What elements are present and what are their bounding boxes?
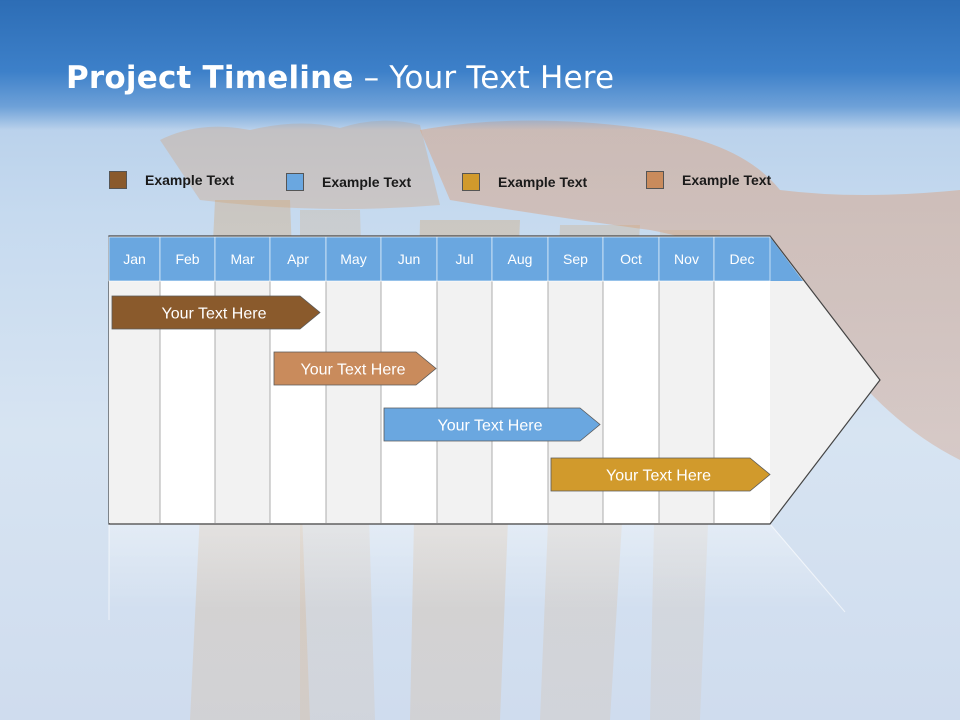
month-column-jun (381, 281, 437, 523)
month-column-aug (492, 281, 548, 523)
month-label-nov: Nov (674, 251, 699, 267)
month-header-cell (436, 236, 493, 282)
legend-swatch-3 (462, 173, 480, 191)
month-header-cell (214, 236, 271, 282)
month-header-cell (159, 236, 216, 282)
task-bar-2 (273, 351, 437, 386)
legend-label-1: Example Text (145, 172, 235, 188)
legend-label-2: Example Text (322, 174, 412, 190)
task-bar-label-3: Your Text Here (438, 418, 543, 435)
timeline-reflection (109, 524, 845, 610)
month-label-dec: Dec (730, 251, 755, 267)
legend-label-3: Example Text (498, 174, 588, 190)
month-column-may (326, 281, 381, 523)
legend-swatch-4 (646, 171, 664, 189)
task-bar-4 (550, 457, 771, 492)
month-column-jul (437, 281, 492, 523)
task-bar-label-4: Your Text Here (606, 468, 711, 485)
title-band (0, 0, 960, 130)
title-bold: Project Timeline (66, 60, 354, 96)
timeline-header-tip (770, 237, 803, 281)
month-label-mar: Mar (230, 251, 254, 267)
month-header-cell (713, 236, 771, 282)
month-label-may: May (340, 251, 366, 267)
legend-swatch-1 (109, 171, 127, 189)
task-bar-label-2: Your Text Here (301, 362, 406, 379)
reflection-edge-right (769, 523, 846, 613)
month-label-feb: Feb (175, 251, 199, 267)
month-header-cell (325, 236, 382, 282)
month-header-cell (658, 236, 715, 282)
month-header-cell (380, 236, 438, 282)
task-bar-3 (383, 407, 601, 442)
month-header-row: Jan Feb Mar Apr May Jun Jul Aug Sep Oct Nov Dec (108, 236, 771, 282)
month-label-jun: Jun (398, 251, 421, 267)
task-bar-1 (111, 295, 321, 330)
month-header-cell (269, 236, 327, 282)
month-header-cell (491, 236, 549, 282)
legend-swatch-2 (286, 173, 304, 191)
legend-label-4: Example Text (682, 172, 772, 188)
month-label-jan: Jan (123, 251, 146, 267)
month-label-aug: Aug (508, 251, 533, 267)
title-rest: – Your Text Here (353, 60, 615, 96)
month-header-cell (547, 236, 604, 282)
task-bar-label-1: Your Text Here (162, 306, 267, 323)
month-label-apr: Apr (287, 251, 309, 267)
month-label-jul: Jul (456, 251, 474, 267)
month-label-oct: Oct (620, 251, 642, 267)
month-label-sep: Sep (563, 251, 588, 267)
slide-title: Project Timeline – Your Text Here (66, 60, 614, 96)
